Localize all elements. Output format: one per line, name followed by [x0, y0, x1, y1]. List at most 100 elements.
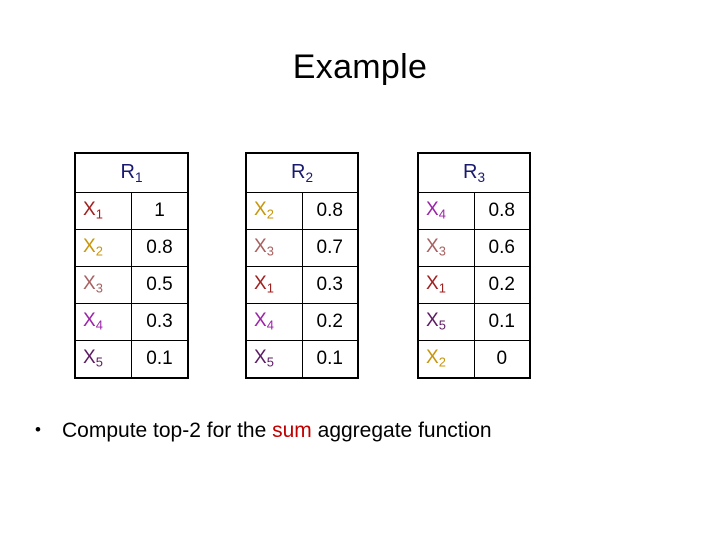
score-value-cell: 0 — [473, 339, 529, 377]
score-value-cell: 0.6 — [473, 228, 529, 267]
page-title: Example — [292, 48, 428, 86]
item-label-cell: X5 — [76, 339, 132, 377]
bullet-point: • Compute top-2 for the sum aggregate fun… — [28, 415, 692, 446]
item-label-cell: X2 — [76, 228, 132, 267]
item-base: X — [83, 199, 96, 221]
item-base: X — [83, 273, 96, 295]
score-value-cell: 0.2 — [301, 302, 357, 341]
item-subscript: 2 — [438, 355, 446, 371]
table-header-label: R1 — [76, 154, 187, 193]
score-value-cell: 0.8 — [131, 228, 187, 267]
item-subscript: 3 — [95, 280, 103, 296]
item-label-cell: X2 — [419, 339, 475, 377]
bullet-highlight-sum: sum — [272, 419, 312, 442]
item-label-cell: X3 — [76, 265, 132, 304]
item-subscript: 2 — [95, 243, 103, 259]
table-header-row: R1 — [76, 154, 187, 193]
score-value-cell: 0.7 — [301, 228, 357, 267]
item-subscript: 5 — [438, 317, 446, 333]
item-base: X — [83, 310, 96, 332]
item-label-cell: X4 — [419, 191, 475, 230]
score-value-cell: 0.5 — [131, 265, 187, 304]
item-base: X — [254, 347, 267, 369]
item-base: X — [83, 347, 96, 369]
score-value-cell: 0.2 — [473, 265, 529, 304]
item-label-cell: X1 — [419, 265, 475, 304]
item-label-cell: X5 — [247, 339, 303, 377]
item-base: X — [426, 273, 439, 295]
item-base: X — [254, 273, 267, 295]
header-base: R — [462, 160, 478, 183]
item-base: X — [426, 199, 439, 221]
item-subscript: 3 — [438, 243, 446, 259]
item-base: X — [254, 199, 267, 221]
score-value-cell: 0.1 — [473, 302, 529, 341]
table-header-label: R3 — [419, 154, 529, 193]
item-base: X — [254, 310, 267, 332]
table-header-row: R3 — [419, 154, 529, 193]
bullet-text-after: aggregate function — [311, 419, 492, 442]
item-base: X — [83, 236, 96, 258]
score-value-cell: 0.3 — [301, 265, 357, 304]
item-label-cell: X5 — [419, 302, 475, 341]
header-base: R — [290, 160, 306, 183]
item-label-cell: X4 — [247, 302, 303, 341]
table-header-label: R2 — [247, 154, 357, 193]
header-subscript: 2 — [305, 169, 313, 185]
item-subscript: 2 — [266, 206, 274, 222]
score-value-cell: 0.8 — [473, 191, 529, 230]
score-value-cell: 0.8 — [301, 191, 357, 230]
item-subscript: 5 — [95, 355, 103, 371]
table-header-row: R2 — [247, 154, 357, 193]
item-label-cell: X1 — [247, 265, 303, 304]
item-base: X — [254, 236, 267, 258]
item-subscript: 4 — [438, 206, 446, 222]
item-label-cell: X1 — [76, 191, 132, 230]
header-base: R — [120, 160, 135, 183]
item-base: X — [426, 236, 439, 258]
bullet-text-before: Compute top-2 for the — [62, 419, 273, 442]
bullet-marker: • — [35, 420, 41, 439]
score-value-cell: 0.3 — [131, 302, 187, 341]
item-subscript: 5 — [266, 355, 274, 371]
item-label-cell: X3 — [419, 228, 475, 267]
item-subscript: 1 — [266, 280, 274, 296]
score-value-cell: 0.1 — [301, 339, 357, 377]
item-subscript: 1 — [95, 206, 103, 222]
header-subscript: 3 — [477, 169, 485, 185]
header-subscript: 1 — [134, 169, 143, 185]
score-value-cell: 0.1 — [131, 339, 187, 377]
item-subscript: 4 — [95, 317, 103, 333]
item-base: X — [426, 310, 439, 332]
item-base: X — [426, 347, 439, 369]
item-subscript: 1 — [438, 280, 446, 296]
score-value-cell: 1 — [131, 191, 187, 230]
item-subscript: 3 — [266, 243, 274, 259]
item-label-cell: X2 — [247, 191, 303, 230]
item-subscript: 4 — [266, 317, 274, 333]
item-label-cell: X3 — [247, 228, 303, 267]
item-label-cell: X4 — [76, 302, 132, 341]
